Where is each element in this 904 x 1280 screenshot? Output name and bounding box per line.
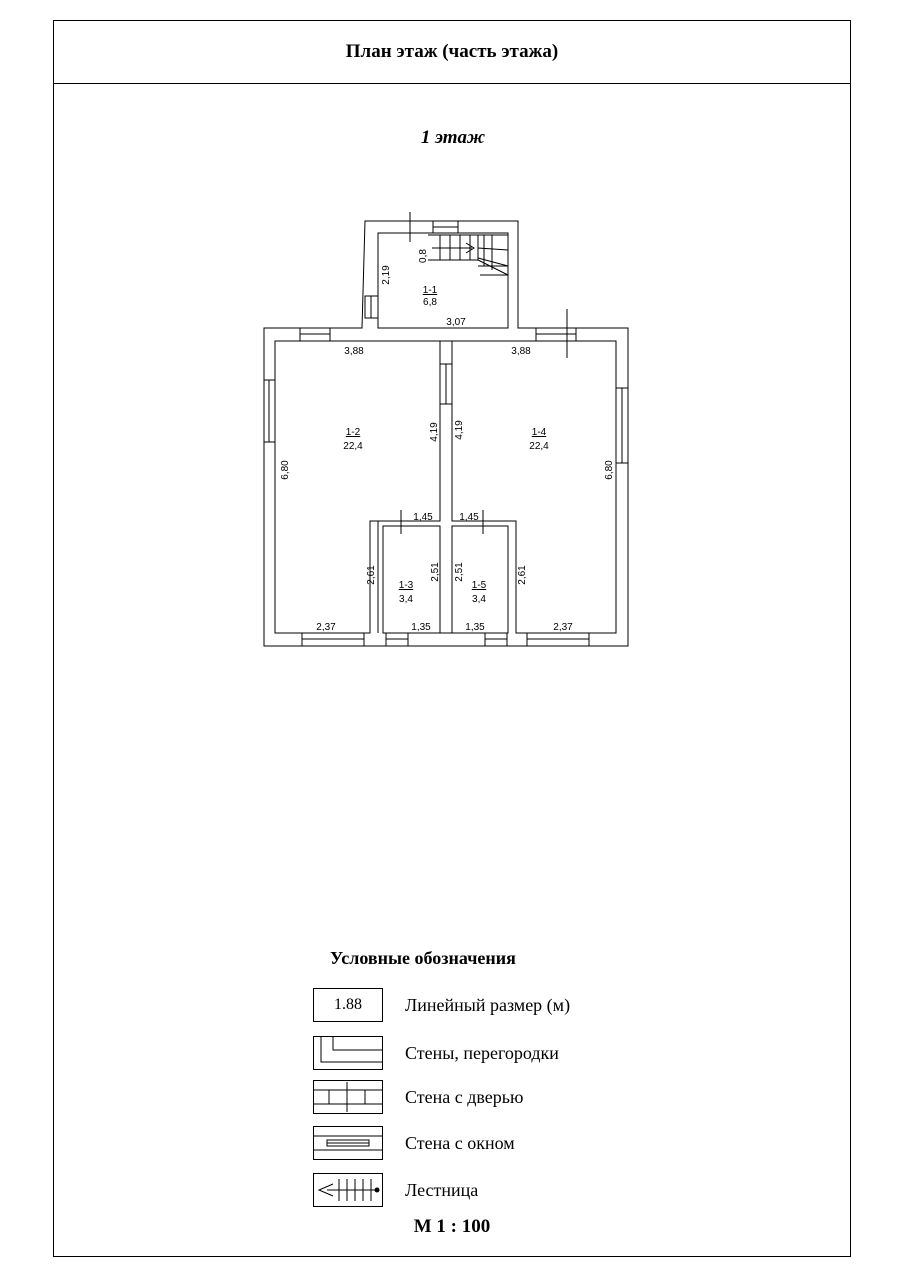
legend-title: Условные обозначения (330, 948, 516, 968)
sheet-frame: План этаж (часть этажа) 1 этаж (53, 20, 851, 1257)
partition-right (508, 520, 517, 633)
dim-2-51-right: 2,51 (454, 562, 465, 582)
partition-left (370, 520, 379, 633)
dim-6-80-left: 6,80 (280, 460, 291, 480)
room-1-5-area: 3,4 (472, 594, 486, 605)
floor-title: 1 этаж (420, 127, 486, 148)
dim-2-61-left: 2,61 (366, 565, 377, 585)
legend-item-walls: Стены, перегородки (313, 1036, 559, 1070)
stair-symbol (428, 234, 509, 276)
window-symbol-icon (313, 1126, 383, 1160)
dim-2-51-left: 2,51 (430, 562, 441, 582)
room-1-1-outline (377, 232, 509, 329)
room-1-2-area: 22,4 (343, 441, 363, 452)
legend-item-size: 1.88 Линейный размер (м) (313, 988, 570, 1022)
legend-item-door: Стена с дверью (313, 1080, 523, 1114)
dim-0-8: 0,8 (418, 249, 429, 263)
stair-symbol-icon (313, 1173, 383, 1207)
dim-1-45-right: 1,45 (459, 512, 479, 523)
legend-label-stairs: Лестница (405, 1179, 479, 1200)
room-1-2-outline (274, 340, 441, 634)
room-1-1-id: 1-1 (423, 285, 438, 296)
dim-1-35-left: 1,35 (411, 622, 431, 633)
dim-2-61-right: 2,61 (517, 565, 528, 585)
dim-3-07: 3,07 (446, 317, 466, 328)
dim-2-37-left: 2,37 (316, 622, 336, 633)
room-1-2-id: 1-2 (346, 427, 361, 438)
door-symbol-icon (313, 1080, 383, 1114)
legend-item-window: Стена с окном (313, 1126, 515, 1160)
legend-size-symbol: 1.88 (313, 988, 383, 1022)
room-1-1-area: 6,8 (423, 297, 437, 308)
dim-2-19: 2,19 (381, 265, 392, 285)
room-1-5-id: 1-5 (472, 580, 487, 591)
dim-1-35-right: 1,35 (465, 622, 485, 633)
dim-1-45-left: 1,45 (413, 512, 433, 523)
dim-4-19-left: 4,19 (429, 422, 440, 442)
dim-6-80-right: 6,80 (604, 460, 615, 480)
room-1-3-area: 3,4 (399, 594, 413, 605)
dim-4-19-right: 4,19 (454, 420, 465, 440)
room-1-3-id: 1-3 (399, 580, 414, 591)
legend-label-size: Линейный размер (м) (405, 994, 571, 1015)
window-symbols (263, 220, 629, 647)
scale-label: М 1 : 100 (413, 1216, 491, 1237)
outer-wall-outline (263, 220, 629, 647)
dim-3-88-left: 3,88 (344, 346, 364, 357)
legend-label-window: Стена с окном (405, 1132, 515, 1153)
room-1-5-outline (451, 525, 509, 634)
sheet-header: План этаж (часть этажа) (54, 21, 850, 84)
dim-2-37-right: 2,37 (553, 622, 573, 633)
room-1-4-area: 22,4 (529, 441, 549, 452)
legend-label-door: Стена с дверью (405, 1086, 524, 1107)
door-symbols (400, 212, 568, 534)
dim-3-88-right: 3,88 (511, 346, 531, 357)
legend-item-stairs: Лестница (313, 1173, 478, 1207)
legend-label-walls: Стены, перегородки (405, 1042, 559, 1063)
partition-center (440, 340, 452, 634)
wall-symbol-icon (313, 1036, 383, 1070)
sheet-title: План этаж (часть этажа) (345, 41, 559, 62)
room-1-4-id: 1-4 (532, 427, 547, 438)
